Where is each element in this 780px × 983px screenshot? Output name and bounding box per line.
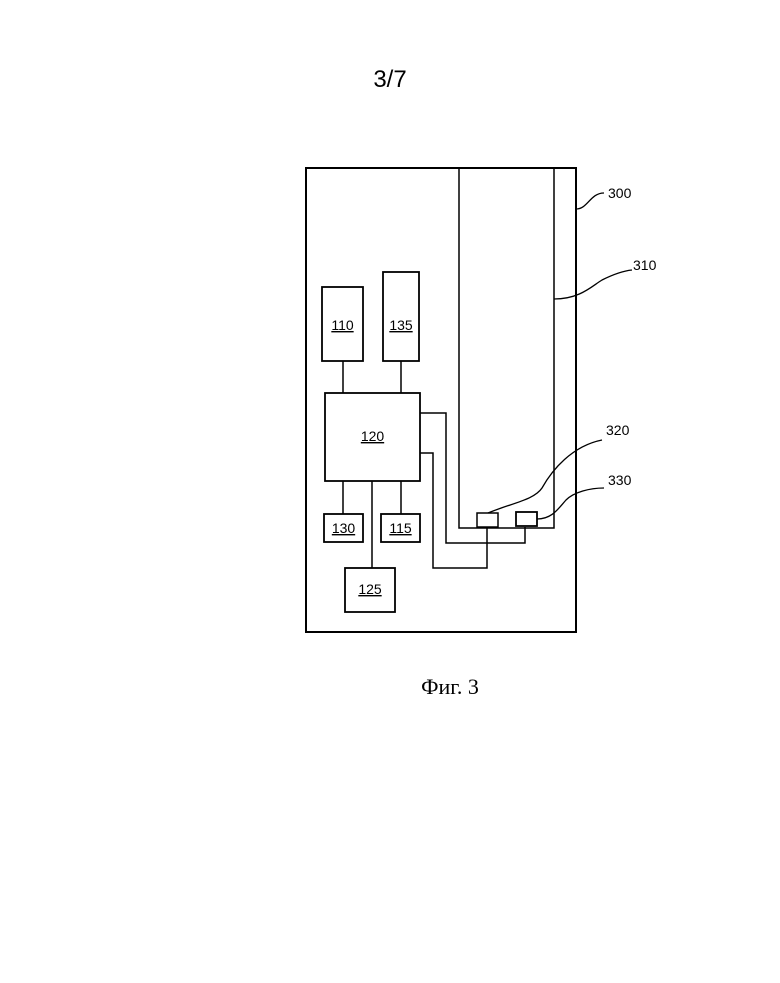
leader-310 — [554, 270, 632, 299]
block-125-label: 125 — [358, 581, 382, 597]
block-110-label: 110 — [331, 317, 354, 333]
sensor-320 — [477, 513, 498, 527]
leader-320 — [488, 440, 602, 513]
block-130-label: 130 — [332, 520, 356, 536]
leader-300 — [576, 193, 604, 209]
channel-310 — [459, 168, 554, 528]
ref-330: 330 — [608, 472, 632, 488]
ref-300: 300 — [608, 185, 632, 201]
wire-120-330 — [420, 413, 525, 543]
leader-330 — [537, 488, 604, 519]
ref-310: 310 — [633, 257, 657, 273]
figure-caption: Фиг. 3 — [0, 674, 780, 700]
block-135-label: 135 — [389, 317, 413, 333]
block-120-label: 120 — [361, 428, 385, 444]
wire-120-320 — [420, 453, 487, 568]
sensor-330 — [516, 512, 537, 526]
ref-320: 320 — [606, 422, 630, 438]
block-115-label: 115 — [389, 520, 412, 536]
